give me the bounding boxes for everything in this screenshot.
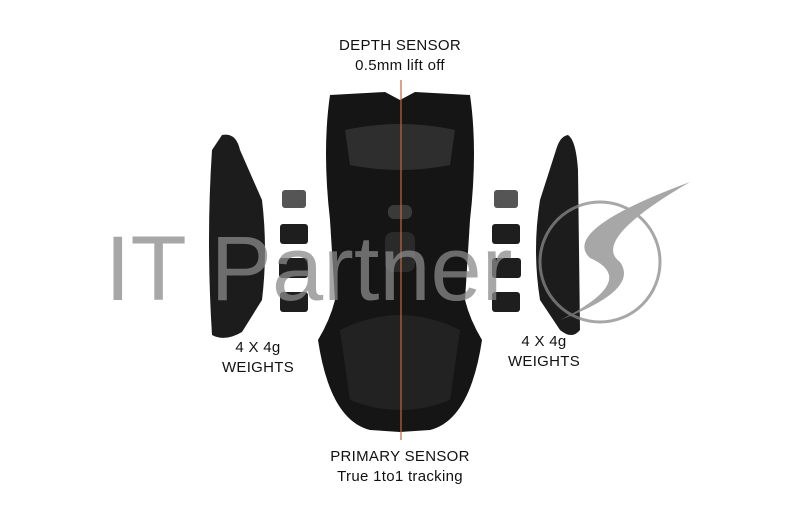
left-side-panel <box>209 134 265 338</box>
weights-right-count: 4 X 4g <box>521 333 567 350</box>
primary-sensor-subtitle: True 1to1 tracking <box>337 468 463 485</box>
depth-sensor-subtitle: 0.5mm lift off <box>355 57 445 74</box>
weights-right <box>492 190 521 312</box>
weights-right-label: 4 X 4g WEIGHTS <box>484 332 604 372</box>
weights-left <box>279 190 308 312</box>
depth-sensor-window <box>388 205 412 219</box>
weights-right-title: WEIGHTS <box>507 353 581 370</box>
svg-text:IT Partner: IT Partner <box>105 218 512 320</box>
weights-left-title: WEIGHTS <box>221 359 295 376</box>
right-side-panel <box>536 135 580 335</box>
primary-sensor-label: PRIMARY SENSOR True 1to1 tracking <box>300 447 500 487</box>
depth-sensor-title: DEPTH SENSOR <box>339 37 461 54</box>
depth-sensor-label: DEPTH SENSOR 0.5mm lift off <box>300 36 500 76</box>
watermark-logo: IT Partner <box>105 182 690 324</box>
primary-sensor-title: PRIMARY SENSOR <box>330 448 470 465</box>
weights-left-count: 4 X 4g <box>235 339 281 356</box>
weights-left-label: 4 X 4g WEIGHTS <box>198 338 318 378</box>
primary-sensor-window <box>385 232 415 272</box>
